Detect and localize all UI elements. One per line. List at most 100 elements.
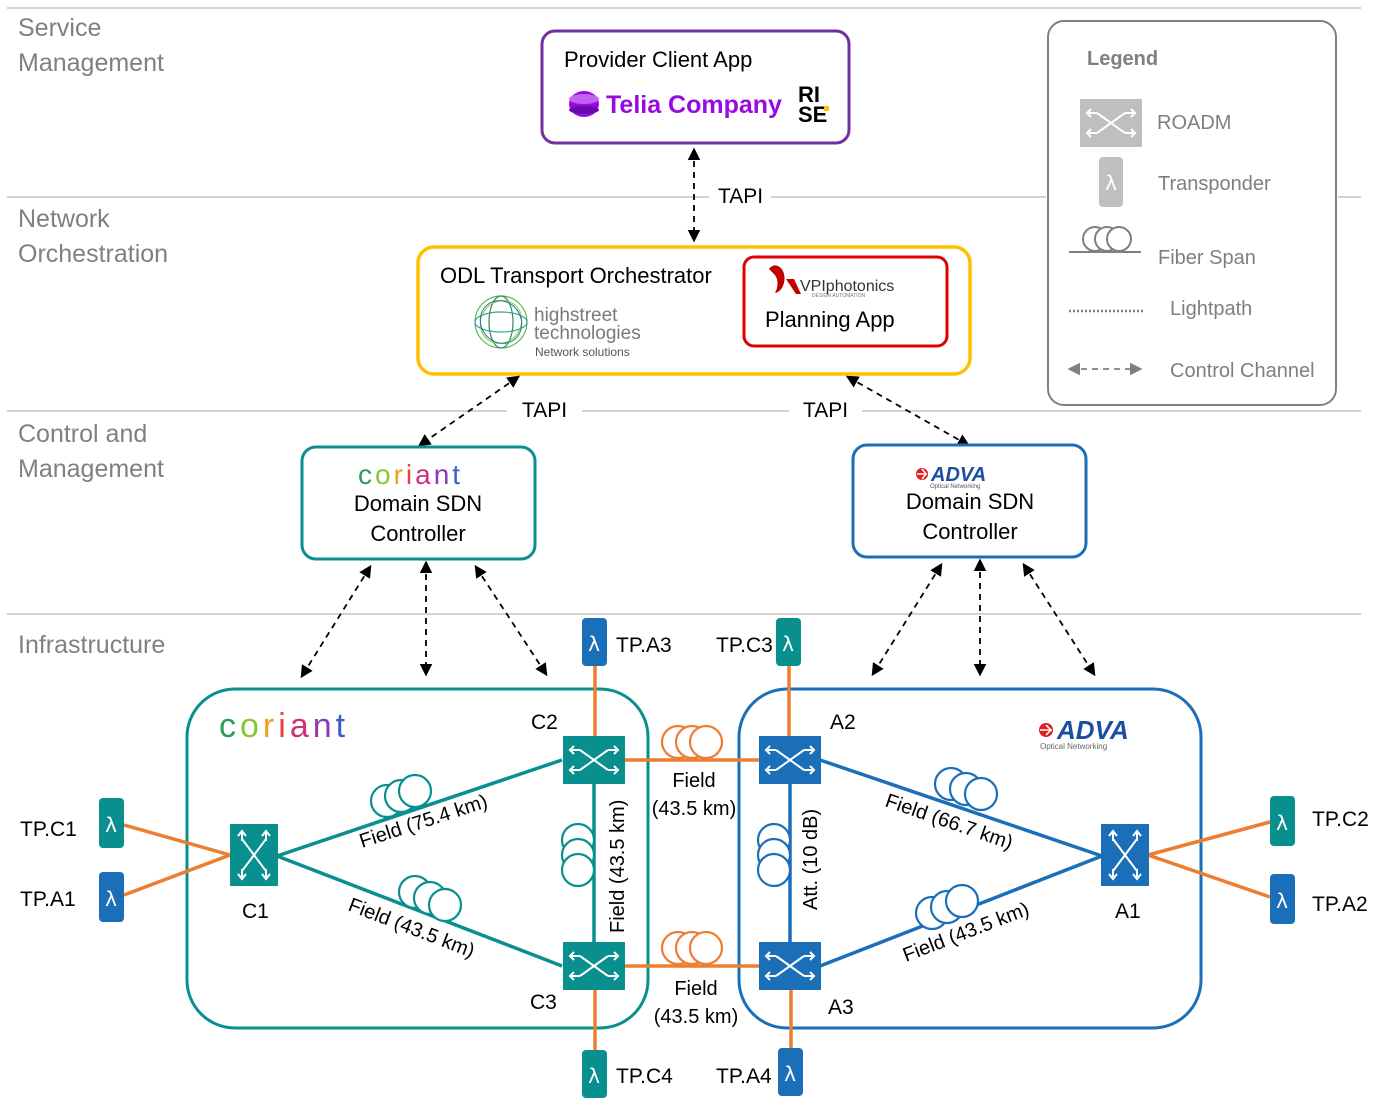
- tapi-label-top: TAPI: [718, 185, 763, 208]
- control-channel-orchestrator-coriant: [417, 375, 521, 447]
- vpi-logo-icon: [769, 265, 801, 294]
- node-label-c2: C2: [531, 711, 558, 734]
- coriant-controller-line2: Controller: [370, 521, 465, 546]
- roadm-a2-icon: [759, 736, 821, 784]
- coriant-controller-line1: Domain SDN: [354, 491, 482, 516]
- orchestrator-box: ODL Transport Orchestrator highstreet te…: [416, 245, 972, 376]
- rise-logo-line1: RI: [798, 82, 820, 107]
- attenuator-a2-a3-icon: [756, 822, 792, 888]
- adva-domain-box: [737, 687, 1203, 1030]
- transponder-tpa3-icon: λ: [582, 618, 607, 666]
- svg-text:λ: λ: [782, 632, 794, 656]
- link-label-c2-a2-line2: (43.5 km): [652, 798, 736, 820]
- tp-label-a1: TP.A1: [20, 888, 76, 911]
- link-label-c3-a3-line2: (43.5 km): [654, 1006, 738, 1028]
- transponder-tpc2-icon: λ: [1270, 796, 1295, 846]
- node-label-a1: A1: [1115, 900, 1141, 923]
- legend-roadm-label: ROADM: [1157, 112, 1231, 134]
- svg-text:λ: λ: [105, 813, 117, 837]
- telia-logo-text: Telia Company: [606, 91, 782, 119]
- tp-label-a4: TP.A4: [716, 1065, 772, 1088]
- node-label-a2: A2: [830, 711, 856, 734]
- legend: Legend ROADM λ Transponder Fiber Span Li…: [1047, 20, 1337, 406]
- legend-title: Legend: [1087, 48, 1158, 70]
- link-label-c3-a3-line1: Field: [674, 978, 717, 1000]
- legend-fiber-span-icon: [1069, 226, 1141, 253]
- vpi-logo-subtext: DESIGN AUTOMATION: [812, 293, 866, 299]
- transponder-tpa4-icon: λ: [778, 1048, 803, 1096]
- layer-label-orchestration-2: Orchestration: [18, 240, 168, 268]
- adva-infra-logo-icon: [1039, 723, 1053, 737]
- tapi-label-left: TAPI: [522, 399, 567, 422]
- layer-label-service-1: Service: [18, 14, 101, 42]
- rise-logo-dot-icon: [824, 106, 829, 111]
- tp-label-c2: TP.C2: [1312, 808, 1369, 831]
- svg-text:λ: λ: [105, 887, 117, 911]
- svg-text:λ: λ: [588, 632, 600, 656]
- tp-label-c1: TP.C1: [20, 818, 77, 841]
- adva-controller-line1: Domain SDN: [906, 489, 1034, 514]
- transponder-tpa2-icon: λ: [1270, 874, 1295, 924]
- provider-client-app-box: Provider Client App Telia Company RI SE: [540, 29, 851, 145]
- svg-text:λ: λ: [1276, 889, 1288, 913]
- svg-text:λ: λ: [784, 1062, 796, 1086]
- adva-infra-logo-text: ADVA: [1056, 715, 1129, 745]
- roadm-c3-icon: [563, 942, 625, 990]
- link-label-a2-a3: Att. (10 dB): [800, 809, 822, 910]
- fiber-span-c1-c3-icon: [397, 874, 463, 923]
- coriant-infra-logo: coriant: [219, 707, 349, 745]
- legend-roadm-icon: [1080, 99, 1142, 147]
- node-label-a3: A3: [828, 996, 854, 1019]
- legend-fiber-span-label: Fiber Span: [1158, 247, 1256, 269]
- adva-controller-logo-icon: [916, 468, 928, 480]
- adva-controller-logo-text: ADVA: [930, 464, 986, 486]
- transponder-tpc4-icon: λ: [582, 1050, 607, 1098]
- provider-title: Provider Client App: [564, 47, 752, 72]
- tp-label-a3: TP.A3: [616, 634, 672, 657]
- transponder-tpc1-icon: λ: [99, 798, 124, 848]
- planning-app-label: Planning App: [765, 307, 895, 332]
- legend-transponder-label: Transponder: [1158, 173, 1271, 195]
- roadm-c2-icon: [563, 736, 625, 784]
- svg-text:λ: λ: [1276, 811, 1288, 835]
- highstreet-globe-icon: [474, 295, 528, 349]
- vpi-logo-text: VPIphotonics: [800, 278, 894, 295]
- tp-label-c3: TP.C3: [716, 634, 773, 657]
- coriant-domain-box: [185, 687, 650, 1030]
- orange-links: [123, 662, 1271, 1050]
- legend-transponder-icon: λ: [1099, 157, 1123, 207]
- adva-controller-logo-subtext: Optical Networking: [930, 484, 980, 490]
- fiber-span-c2-a2-icon: [660, 724, 724, 760]
- fiber-span-c1-c2-icon: [369, 773, 433, 819]
- layer-label-orchestration-1: Network: [18, 205, 110, 233]
- node-label-c1: C1: [242, 900, 269, 923]
- tp-label-a2: TP.A2: [1312, 893, 1368, 916]
- control-channels-infrastructure: [300, 558, 1096, 679]
- highstreet-logo-line3: Network solutions: [535, 345, 630, 359]
- highstreet-logo-line1: highstreet: [534, 305, 618, 326]
- svg-text:λ: λ: [588, 1064, 600, 1088]
- adva-controller-line2: Controller: [922, 519, 1017, 544]
- coriant-controller-box: coriant Domain SDN Controller: [300, 445, 537, 561]
- roadm-a3-icon: [759, 942, 821, 990]
- roadm-a1-icon: [1101, 824, 1149, 886]
- tapi-label-right: TAPI: [803, 399, 848, 422]
- link-label-c2-a2-line1: Field: [672, 770, 715, 792]
- fiber-span-a2-a1-icon: [933, 766, 999, 812]
- fiber-span-a3-a1-icon: [914, 883, 980, 931]
- adva-infra-logo-subtext: Optical Networking: [1040, 742, 1107, 751]
- highstreet-logo-line2: technologies: [534, 323, 641, 344]
- layer-label-control-2: Management: [18, 455, 164, 483]
- roadm-c1-icon: [230, 824, 278, 886]
- transponder-tpa1-icon: λ: [99, 872, 124, 922]
- layer-label-control-1: Control and: [18, 420, 147, 448]
- planning-app-box: [742, 255, 949, 348]
- adva-controller-box: ADVA Optical Networking Domain SDN Contr…: [851, 443, 1088, 559]
- transponder-tpc3-icon: λ: [776, 618, 801, 666]
- legend-control-channel-label: Control Channel: [1170, 360, 1315, 382]
- rise-logo-line2: SE: [798, 102, 827, 127]
- layer-label-infrastructure: Infrastructure: [18, 631, 165, 659]
- coriant-controller-logo: coriant: [358, 459, 463, 490]
- legend-lightpath-label: Lightpath: [1170, 298, 1252, 320]
